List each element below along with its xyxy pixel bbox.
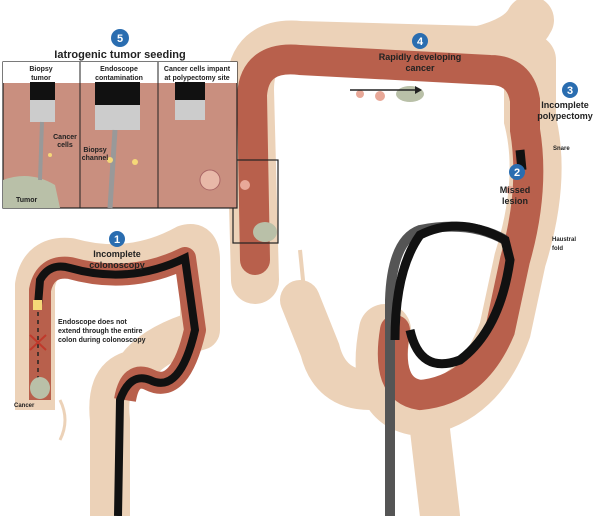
step3-title-1: Incomplete (541, 100, 589, 110)
cancer-label: Cancer (14, 403, 35, 409)
sub3-title-2: at polypectomy site (164, 75, 229, 82)
step-1-number: 1 (114, 234, 120, 246)
step2-title-1: Missed (500, 185, 531, 195)
step-3-badge (562, 82, 578, 98)
step1-note-3: colon during colonoscopy (58, 337, 146, 344)
biopsy-channel-label-2: channel (82, 155, 109, 162)
step-4-number: 4 (417, 36, 424, 48)
step1-note-1: Endoscope does not (58, 319, 128, 326)
cancer-cells-label-1: Cancer (53, 134, 77, 141)
step1-title-2: colonoscopy (89, 260, 145, 270)
sub2-title-1: Endoscope (100, 66, 138, 73)
step2-title-2: lesion (502, 196, 528, 206)
step4-title-2: cancer (405, 63, 435, 73)
haustral-fold-label-1: Haustral (552, 237, 576, 243)
panel5-title: Iatrogenic tumor seeding (54, 49, 185, 61)
biopsy-channel-label-1: Biopsy (83, 147, 106, 154)
step3-title-2: polypectomy (537, 111, 593, 121)
panel-iatrogenic-seeding (2, 29, 238, 209)
sub1-title-1: Biopsy (29, 66, 52, 73)
tumor-label: Tumor (16, 197, 38, 204)
snare-label: Snare (553, 146, 570, 152)
cancer-cells-label-2: cells (57, 142, 73, 149)
step1-note-2: extend through the entire (58, 328, 143, 335)
step-2-number: 2 (514, 167, 520, 179)
step-5-badge (111, 29, 129, 47)
step4-title-1: Rapidly developing (379, 52, 462, 62)
step1-title-1: Incomplete (93, 249, 141, 259)
sub3-title-1: Cancer cells impant (164, 66, 231, 73)
step-5-number: 5 (117, 33, 123, 45)
left-colon (15, 224, 220, 516)
sub2-title-2: contamination (95, 75, 143, 82)
sub1-title-2: tumor (31, 75, 51, 82)
right-colon (225, 0, 562, 516)
step-3-number: 3 (567, 85, 573, 97)
step-1-badge (109, 231, 125, 247)
step-4-badge (412, 33, 428, 49)
haustral-fold-label-2: fold (552, 246, 563, 252)
step-2-badge (509, 164, 525, 180)
